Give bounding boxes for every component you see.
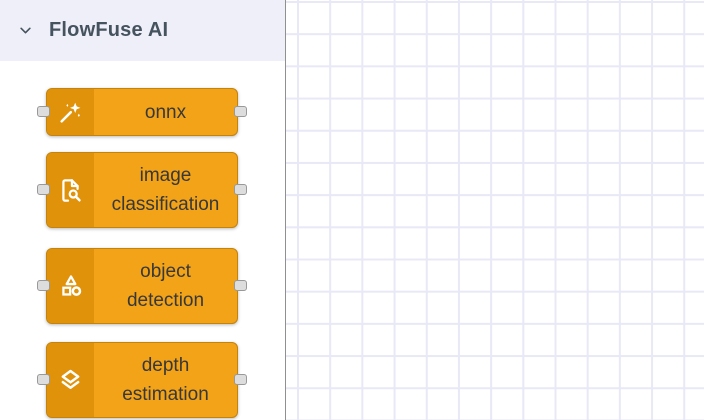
node-label: object detection <box>126 261 205 311</box>
node-icon-region <box>47 153 94 227</box>
palette-category-header[interactable]: FlowFuse AI <box>0 0 285 61</box>
layers-icon <box>61 369 80 389</box>
palette-category-label: FlowFuse AI <box>49 19 169 41</box>
node-palette: FlowFuse AI onnx <box>0 0 286 420</box>
input-port <box>37 106 50 117</box>
input-port <box>37 184 50 195</box>
node-icon-region <box>47 89 94 135</box>
node-label: image classification <box>111 165 220 215</box>
palette-node-image-classification[interactable]: image classification <box>37 152 247 228</box>
chevron-down-icon[interactable] <box>18 23 33 38</box>
palette-node-depth-estimation[interactable]: depth estimation <box>37 342 247 418</box>
node-icon-region <box>47 249 94 323</box>
output-port <box>234 280 247 291</box>
file-search-icon <box>62 178 81 202</box>
node-label: onnx <box>144 101 187 123</box>
flow-canvas[interactable] <box>286 0 704 420</box>
input-port <box>37 280 50 291</box>
node-icon-region <box>47 343 94 417</box>
output-port <box>234 106 247 117</box>
input-port <box>37 374 50 385</box>
node-label: depth estimation <box>122 355 209 405</box>
output-port <box>234 374 247 385</box>
shapes-icon <box>61 275 81 296</box>
wand-sparkles-icon <box>60 102 81 123</box>
palette-node-onnx[interactable]: onnx <box>37 88 247 136</box>
palette-node-object-detection[interactable]: object detection <box>37 248 247 324</box>
output-port <box>234 184 247 195</box>
